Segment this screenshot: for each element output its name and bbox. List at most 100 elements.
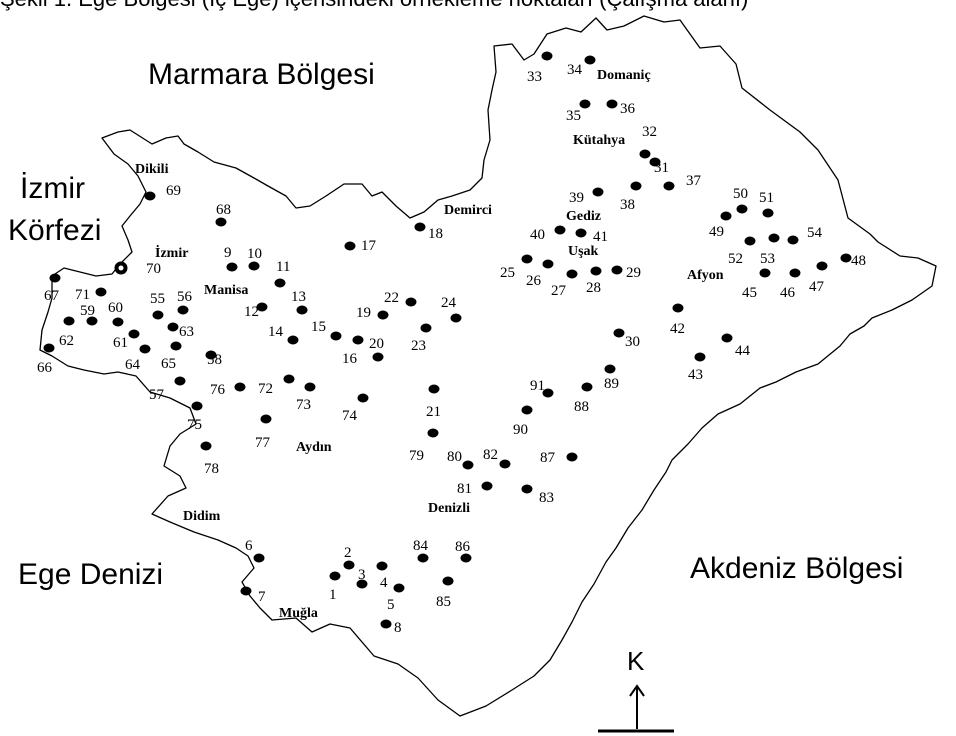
sample-point-number: 9	[224, 245, 232, 261]
sample-point-number: 1	[329, 587, 337, 603]
sample-point-number: 38	[620, 197, 635, 213]
sample-point-marker	[630, 181, 642, 191]
sample-point-marker	[344, 241, 356, 251]
sample-point-44: 44	[721, 333, 751, 359]
sample-point-33: 33	[527, 51, 553, 85]
sample-point-number: 45	[742, 285, 757, 301]
north-label: K	[627, 646, 645, 676]
sample-point-14: 14	[268, 324, 299, 345]
sample-point-marker	[393, 583, 405, 593]
sample-point-31: 31	[649, 157, 669, 176]
sample-point-number: 2	[344, 545, 352, 561]
sample-point-number: 74	[342, 408, 358, 424]
sample-point-marker	[499, 459, 511, 469]
sample-point-number: 3	[358, 567, 366, 583]
sample-point-77: 77	[255, 414, 272, 451]
sample-point-number: 42	[670, 321, 685, 337]
town-label-dikili: Dikili	[135, 162, 169, 177]
sample-point-10: 10	[247, 246, 262, 271]
sample-point-marker	[840, 253, 852, 263]
sample-point-12: 12	[244, 302, 268, 320]
town-label-domanic: Domaniç	[597, 68, 651, 83]
region-boundary	[39, 15, 937, 717]
sample-point-number: 23	[411, 338, 426, 354]
sample-point-number: 79	[409, 448, 424, 464]
sample-point-marker	[462, 460, 474, 470]
town-label-aydin: Aydın	[296, 440, 332, 455]
sample-point-number: 41	[593, 229, 608, 245]
sample-point-number: 26	[526, 273, 542, 289]
sample-point-marker	[759, 268, 771, 278]
sample-point-number: 77	[255, 435, 271, 451]
sample-point-marker	[428, 384, 440, 394]
sample-point-number: 44	[735, 343, 751, 359]
sample-point-number: 56	[177, 289, 193, 305]
sample-point-number: 80	[447, 449, 462, 465]
sample-point-number: 52	[728, 251, 743, 267]
sample-point-number: 67	[44, 288, 60, 304]
sample-point-27: 27	[551, 269, 578, 299]
sample-point-number: 16	[342, 351, 358, 367]
sample-point-89: 89	[604, 364, 619, 392]
sample-point-number: 78	[204, 461, 219, 477]
town-label-mugla: Muğla	[279, 606, 318, 621]
sample-point-marker	[177, 305, 189, 315]
sample-point-marker	[128, 329, 140, 339]
sample-point-number: 5	[387, 597, 395, 613]
town-label-demirci: Demirci	[444, 203, 492, 218]
sample-point-marker	[481, 481, 493, 491]
sample-point-marker	[541, 51, 553, 61]
sample-point-number: 24	[441, 295, 457, 311]
sample-point-marker	[579, 99, 591, 109]
sample-point-marker	[521, 484, 533, 494]
town-marker-center	[118, 265, 124, 271]
sample-point-28: 28	[586, 266, 602, 296]
sample-point-marker	[380, 619, 392, 629]
sample-point-marker	[63, 316, 75, 326]
sample-point-1: 1	[329, 571, 341, 603]
sample-point-15: 15	[311, 319, 342, 341]
sample-point-marker	[720, 211, 732, 221]
sample-point-marker	[152, 310, 164, 320]
sample-point-24: 24	[441, 295, 462, 323]
sample-point-52: 52	[728, 236, 756, 267]
sample-point-marker	[304, 382, 316, 392]
sample-point-marker	[49, 273, 61, 283]
sample-point-54: 54	[787, 225, 823, 245]
sample-point-marker	[604, 364, 616, 374]
sample-point-marker	[611, 265, 623, 275]
sample-point-63: 63	[167, 322, 194, 340]
sample-point-marker	[215, 217, 227, 227]
sample-point-number: 53	[760, 251, 775, 267]
sample-point-number: 73	[296, 397, 311, 413]
sample-point-23: 23	[411, 323, 432, 354]
sample-point-marker	[592, 187, 604, 197]
sample-point-number: 25	[500, 265, 515, 281]
town-label-manisa: Manisa	[204, 283, 248, 298]
sample-point-number: 6	[245, 538, 253, 554]
sample-point-number: 30	[625, 334, 640, 350]
sample-point-marker	[672, 303, 684, 313]
sample-point-81: 81	[457, 481, 493, 497]
sample-point-number: 62	[59, 333, 74, 349]
sample-point-47: 47	[809, 261, 828, 295]
sample-point-37: 37	[663, 173, 702, 191]
sample-point-4: 4	[376, 561, 388, 591]
sample-point-number: 20	[369, 336, 384, 352]
sample-point-marker	[566, 269, 578, 279]
sample-point-51: 51	[759, 190, 774, 218]
sample-point-marker	[377, 310, 389, 320]
sample-point-79: 79	[409, 428, 439, 464]
sample-point-marker	[414, 222, 426, 232]
sample-point-2: 2	[343, 545, 355, 570]
sample-point-marker	[590, 266, 602, 276]
sample-point-marker	[43, 343, 55, 353]
sample-point-marker	[330, 331, 342, 341]
sample-point-number: 61	[113, 335, 128, 351]
sample-point-marker	[736, 204, 748, 214]
sample-point-number: 34	[567, 62, 583, 78]
sample-point-marker	[427, 428, 439, 438]
sample-point-marker	[95, 287, 107, 297]
sample-point-number: 85	[436, 594, 451, 610]
